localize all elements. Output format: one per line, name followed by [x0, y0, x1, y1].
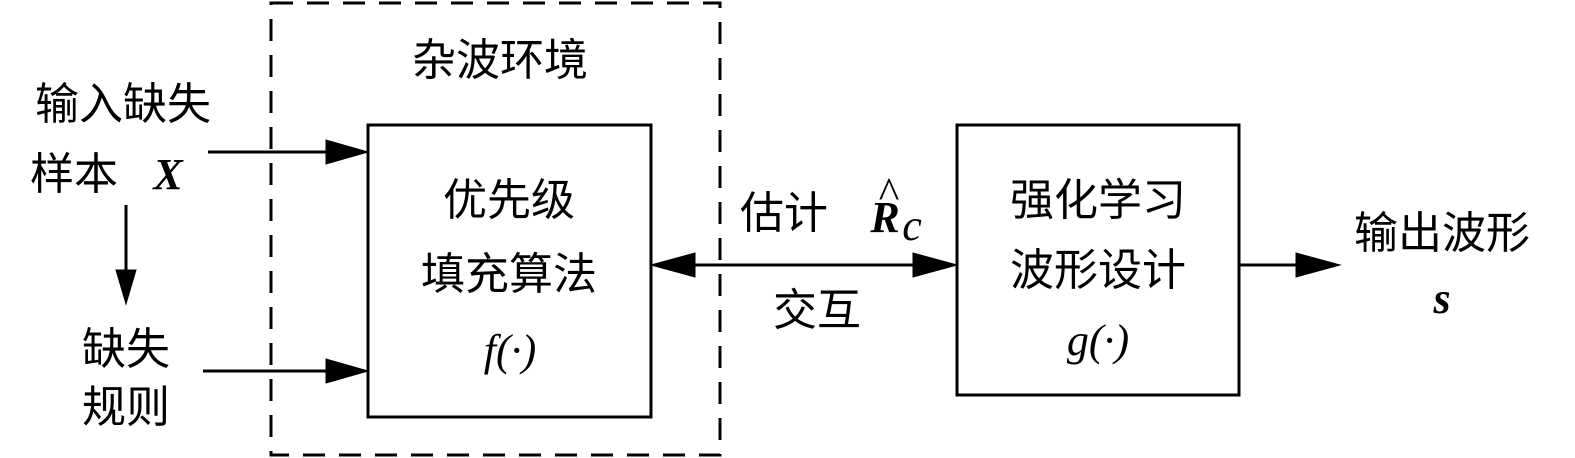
- missing-rule-line2: 规则: [82, 382, 170, 433]
- rl-block-function: g(·): [1067, 316, 1129, 365]
- interaction-label: 交互: [773, 285, 861, 336]
- interaction-left-arrowhead: [649, 252, 696, 278]
- output-arrowhead: [1295, 252, 1342, 278]
- output-label: 输出波形: [1354, 208, 1530, 259]
- estimate-hat: ^: [878, 169, 899, 218]
- estimate-subscript-c: c: [902, 201, 922, 250]
- input-label-line2: 样本: [30, 149, 118, 200]
- input-sample-arrowhead: [325, 139, 370, 165]
- rl-waveform-design-block: [955, 123, 1241, 397]
- priority-block-line2: 填充算法: [421, 249, 597, 300]
- rl-block-line2: 波形设计: [1010, 245, 1186, 296]
- output-symbol-s: s: [1432, 274, 1450, 323]
- input-symbol-x: X: [151, 150, 184, 199]
- missing-rule-arrowhead: [325, 358, 370, 384]
- clutter-environment-label: 杂波环境: [412, 35, 588, 86]
- priority-block-line1: 优先级: [443, 175, 575, 226]
- priority-block-function: f(·): [484, 326, 537, 375]
- estimate-label: 估计: [740, 188, 828, 239]
- rl-block-line1: 强化学习: [1010, 175, 1186, 226]
- estimate-symbol-r: R: [869, 193, 899, 242]
- interaction-right-arrowhead: [912, 252, 959, 278]
- missing-rule-line1: 缺失: [82, 324, 170, 375]
- input-label-line1: 输入缺失: [35, 79, 211, 130]
- priority-filling-algorithm-block: [366, 123, 653, 419]
- input-to-missing-rule-arrowhead: [115, 269, 137, 306]
- clutter-environment-boundary: [269, 1, 722, 457]
